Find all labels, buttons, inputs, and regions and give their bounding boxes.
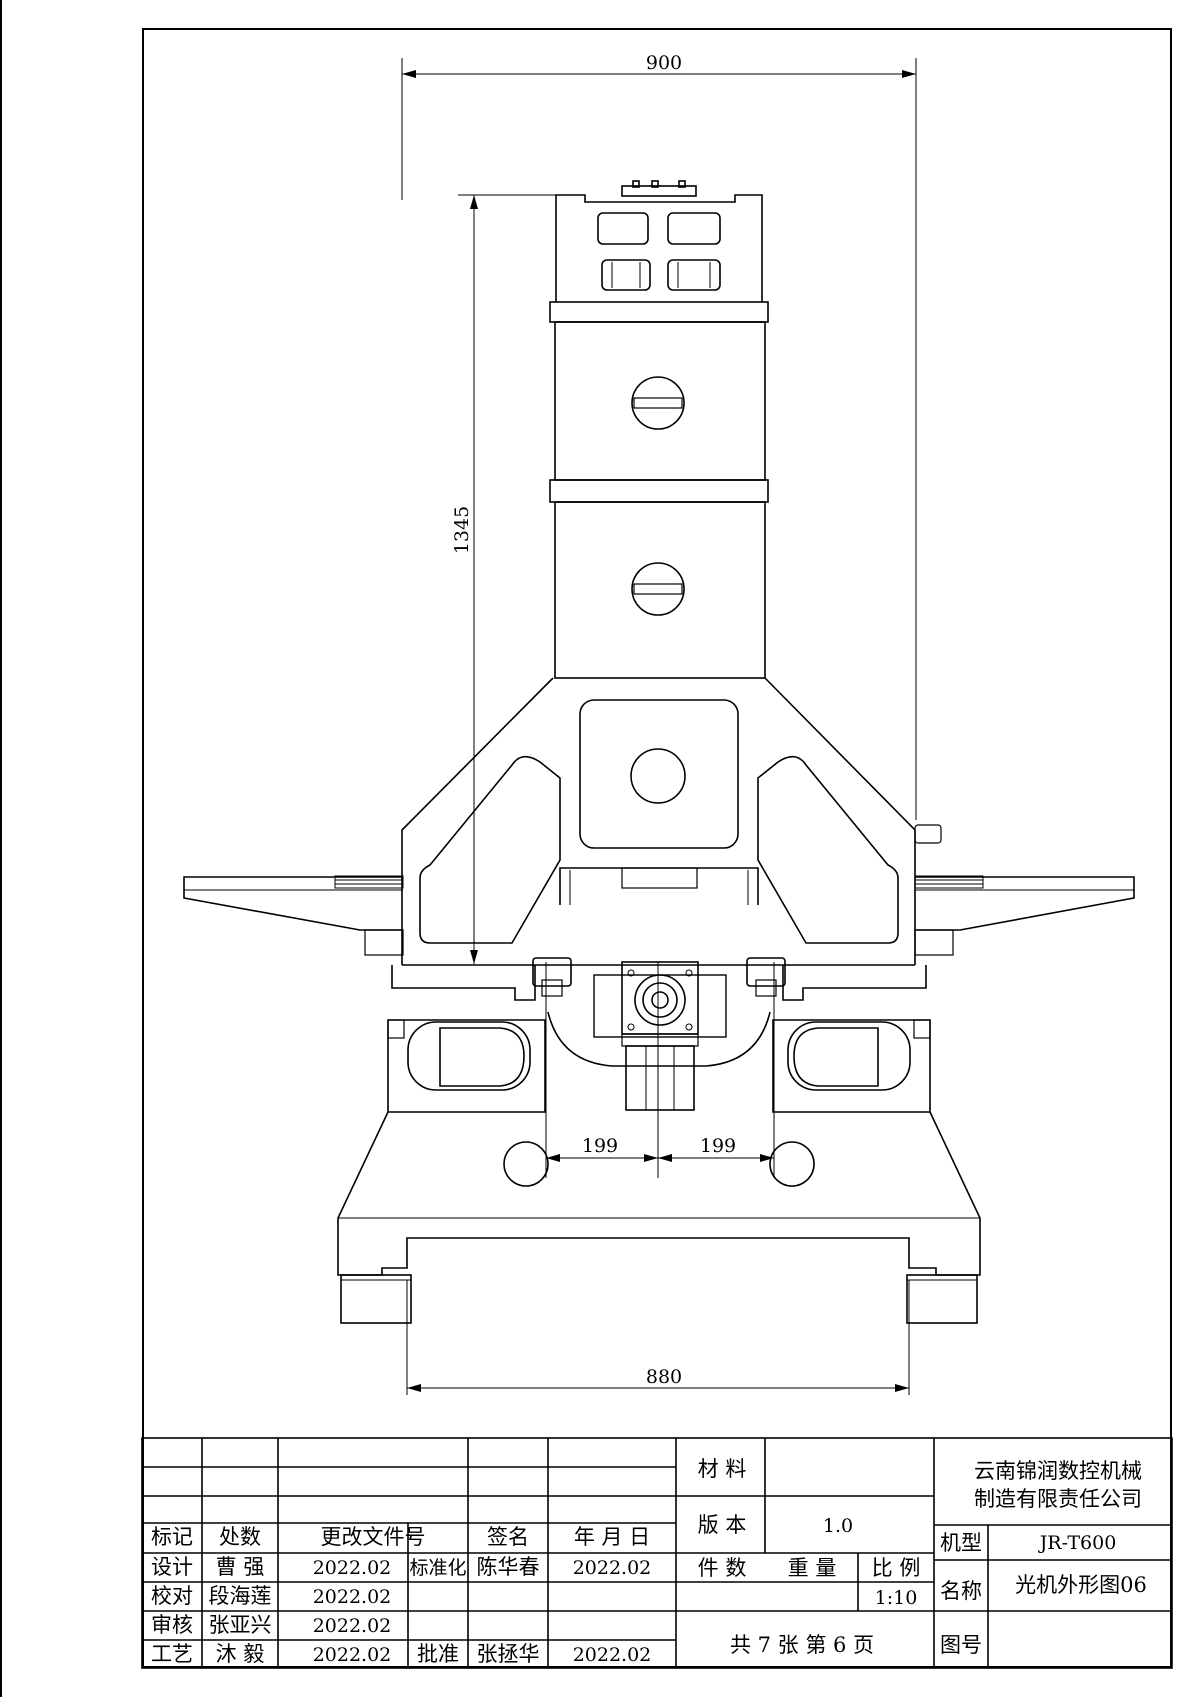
header-mark: 标记: [151, 1525, 193, 1549]
title-block-text: 标记 处数 更改文件号 签名 年 月 日 设计 曹 强 2022.02 标准化 …: [151, 1457, 1147, 1666]
approve-name: 张拯华: [477, 1642, 540, 1666]
approve-label: 批准: [417, 1642, 459, 1666]
version-value: 1.0: [823, 1515, 853, 1537]
company-name-line2: 制造有限责任公司: [974, 1487, 1142, 1511]
company-name-line1: 云南锦润数控机械: [974, 1459, 1142, 1483]
review-label: 审核: [151, 1613, 193, 1637]
standard-date: 2022.02: [573, 1557, 652, 1579]
standard-label: 标准化: [409, 1557, 466, 1579]
design-name: 曹 强: [216, 1555, 265, 1579]
column: [549, 301, 769, 679]
sheet-left-edge: [0, 0, 2, 1697]
dimension-base-width: 880: [406, 1280, 910, 1395]
process-date: 2022.02: [313, 1644, 392, 1666]
dimension-rail-offsets: 199 199: [545, 962, 775, 1178]
scale-value: 1:10: [875, 1587, 918, 1609]
dim-199-left-label: 199: [582, 1135, 618, 1157]
model-label: 机型: [940, 1531, 982, 1555]
sheet-count: 共 7 张 第 6 页: [730, 1633, 874, 1657]
design-label: 设计: [151, 1555, 193, 1579]
headstock: [555, 180, 763, 302]
saddle-frame: [401, 677, 916, 966]
drawing-frame: [142, 28, 1172, 1668]
scale-label: 比 例: [872, 1556, 921, 1580]
name-label: 名称: [940, 1579, 982, 1603]
dim-900-label: 900: [646, 52, 682, 74]
dim-199-right-label: 199: [700, 1135, 736, 1157]
dim-880-label: 880: [646, 1366, 682, 1388]
dimension-overall-width: 900: [401, 52, 917, 820]
dim-1345-label: 1345: [451, 506, 473, 554]
header-sign: 签名: [487, 1525, 529, 1549]
work-table: [183, 824, 1135, 956]
design-date: 2022.02: [313, 1557, 392, 1579]
version-label: 版 本: [698, 1513, 747, 1537]
name-value: 光机外形图06: [1015, 1573, 1147, 1597]
check-date: 2022.02: [313, 1586, 392, 1608]
review-name: 张亚兴: [209, 1613, 272, 1637]
carriage: [391, 957, 927, 1111]
model-value: JR-T600: [1038, 1532, 1117, 1554]
check-name: 段海莲: [209, 1584, 272, 1608]
drawing-no-label: 图号: [940, 1633, 982, 1657]
title-block: [141, 1437, 1173, 1669]
machine-bed: [337, 1019, 981, 1324]
approve-date: 2022.02: [573, 1644, 652, 1666]
header-change-doc: 更改文件号: [321, 1525, 426, 1549]
material-label: 材 料: [698, 1457, 747, 1481]
parts-label: 件 数: [698, 1556, 747, 1580]
header-count: 处数: [219, 1525, 261, 1549]
weight-label: 重 量: [788, 1556, 837, 1580]
process-label: 工艺: [151, 1642, 193, 1666]
review-date: 2022.02: [313, 1615, 392, 1637]
dimension-height: 1345: [451, 194, 556, 964]
check-label: 校对: [151, 1584, 193, 1608]
header-date: 年 月 日: [574, 1525, 650, 1549]
standard-name: 陈华春: [477, 1555, 540, 1579]
process-name: 沐 毅: [216, 1642, 265, 1666]
